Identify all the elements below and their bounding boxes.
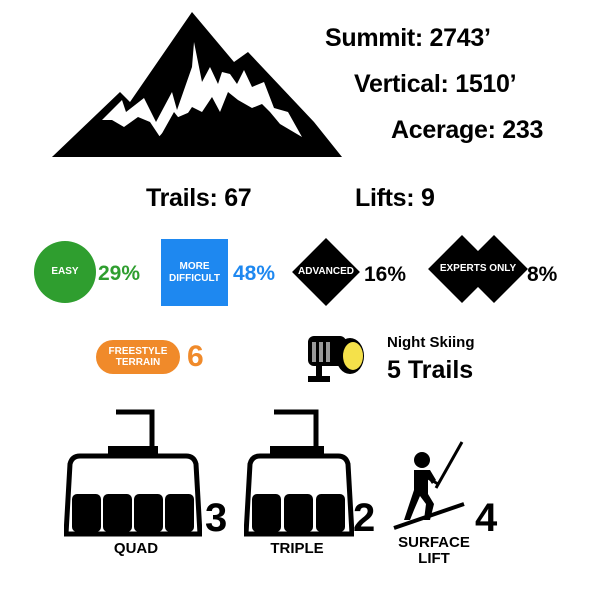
trails-count: Trails: 67 [146,184,252,212]
quad-count: 3 [205,496,228,540]
freestyle-count: 6 [187,340,204,373]
summit-stat: Summit: 2743’ [325,24,491,52]
triple-count: 2 [353,496,376,540]
easy-label: EASY [51,266,79,277]
advanced-badge: ADVANCED [292,238,360,306]
more-difficult-label-line2: DIFFICULT [169,272,220,284]
night-skiing-title: Night Skiing [387,334,475,351]
night-skiing-value: 5 Trails [387,356,474,384]
lifts-count: Lifts: 9 [355,184,435,212]
freestyle-label-line1: FREESTYLE [108,346,168,357]
quad-label: QUAD [113,540,159,557]
mountain-icon [52,12,342,157]
more-difficult-label-line1: MORE [179,260,210,272]
surface-lift-label: SURFACE LIFT [392,535,476,567]
surface-lift-label-line1: SURFACE [398,534,470,551]
freestyle-badge: FREESTYLE TERRAIN [96,340,180,374]
experts-only-label: EXPERTS ONLY [439,263,517,274]
freestyle-label-line2: TERRAIN [115,357,161,368]
easy-badge: EASY [34,241,96,303]
experts-only-percent: 8% [527,263,558,286]
triple-label: TRIPLE [270,540,324,557]
skier-tow-icon [393,441,465,530]
easy-percent: 29% [98,262,141,285]
vertical-stat: Vertical: 1510’ [354,70,517,98]
floodlight-icon [308,336,364,382]
gondola-quad-icon [64,409,202,537]
surface-lift-label-line2: LIFT [418,550,450,567]
acerage-stat: Acerage: 233 [391,116,544,144]
more-difficult-percent: 48% [233,262,276,285]
surface-lift-count: 4 [475,496,498,540]
gondola-triple-icon [244,409,354,537]
experts-only-badge: EXPERTS ONLY [428,235,528,303]
advanced-label: ADVANCED [298,266,354,277]
more-difficult-badge: MORE DIFFICULT [161,239,228,306]
advanced-percent: 16% [364,263,407,286]
